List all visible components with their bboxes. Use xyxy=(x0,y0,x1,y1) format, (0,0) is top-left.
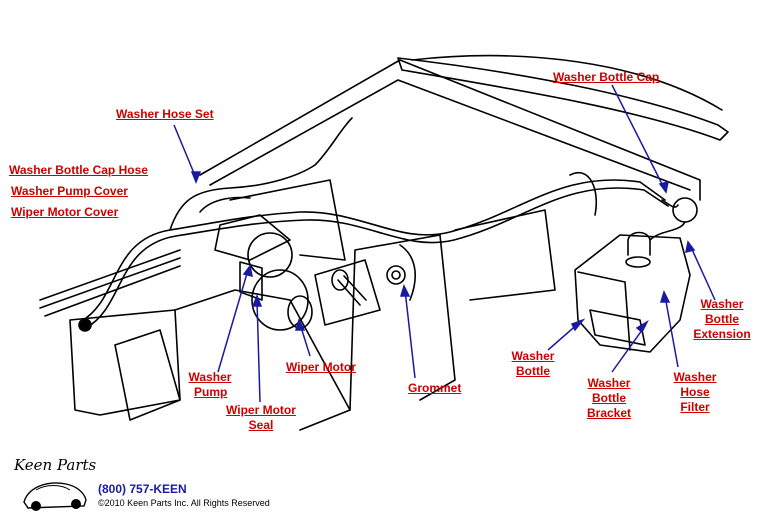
leader-washer-hose-set xyxy=(173,124,197,179)
line-art xyxy=(39,54,729,431)
label-washer-bottle[interactable]: Washer Bottle xyxy=(506,349,560,379)
label-line: Extension xyxy=(693,327,751,341)
grommet-ring xyxy=(386,265,406,285)
bottle-neck-top xyxy=(625,256,651,268)
label-washer-bottle-cap-hose[interactable]: Washer Bottle Cap Hose xyxy=(9,163,148,177)
label-washer-bottle-bracket[interactable]: Washer Bottle Bracket xyxy=(582,376,636,421)
label-wiper-motor[interactable]: Wiper Motor xyxy=(286,360,356,374)
wiper-shaft xyxy=(337,275,367,306)
label-line: Wiper Motor xyxy=(226,403,296,417)
label-washer-pump-cover[interactable]: Washer Pump Cover xyxy=(11,184,128,198)
label-washer-pump[interactable]: Washer Pump xyxy=(184,370,236,400)
logo-text: Keen Parts xyxy=(13,456,97,474)
label-wiper-motor-cover[interactable]: Wiper Motor Cover xyxy=(11,205,119,219)
label-line: Washer xyxy=(587,376,631,390)
label-washer-bottle-extension[interactable]: Washer Bottle Extension xyxy=(690,297,754,342)
leader-wiper-motor-seal xyxy=(256,299,261,403)
bottle-body xyxy=(574,234,691,353)
label-line: Washer xyxy=(511,349,555,363)
label-line: Washer xyxy=(673,370,717,384)
pump-cover xyxy=(239,261,263,301)
label-line: Hose xyxy=(680,385,710,399)
pump-bracket xyxy=(214,214,291,261)
pump-body xyxy=(247,232,293,278)
firewall-lower xyxy=(114,329,181,421)
bottle-front xyxy=(577,271,631,351)
hose-up xyxy=(169,117,353,231)
wiper-shaft-base xyxy=(331,269,349,291)
logo-car-icon xyxy=(23,482,87,509)
cowl-inner xyxy=(209,79,691,191)
firewall-main xyxy=(174,289,351,431)
footer-phone[interactable]: (800) 757-KEEN xyxy=(98,482,187,496)
wiper-shaft-box xyxy=(314,259,381,326)
bottle-extension xyxy=(649,221,686,241)
label-washer-hose-set[interactable]: Washer Hose Set xyxy=(116,107,214,121)
hose-branch xyxy=(569,172,597,216)
leader-washer-hose-filter xyxy=(664,295,679,368)
leader-washer-pump xyxy=(217,269,249,373)
label-line: Bottle xyxy=(705,312,739,326)
hose-main-2 xyxy=(85,187,669,329)
firewall-right xyxy=(349,234,456,411)
hood-top xyxy=(411,54,723,111)
label-line: Seal xyxy=(248,418,274,432)
hose-right xyxy=(399,244,416,301)
bottle-bracket xyxy=(589,309,646,346)
leader-grommet xyxy=(404,289,416,379)
firewall-box xyxy=(454,209,556,301)
keen-parts-logo: Keen Parts xyxy=(13,456,97,511)
hose-main-1 xyxy=(79,179,666,323)
hose-end xyxy=(78,318,92,332)
label-line: Filter xyxy=(680,400,710,414)
cowl-top xyxy=(199,59,701,201)
label-line: Washer xyxy=(700,297,744,311)
hose-filter xyxy=(661,199,679,208)
leader-washer-bottle-bracket xyxy=(611,325,646,373)
footer-copyright: ©2010 Keen Parts Inc. All Rights Reserve… xyxy=(98,498,270,508)
hose-short xyxy=(199,196,251,213)
bottle-cap xyxy=(672,197,698,223)
label-line: Bracket xyxy=(586,406,632,420)
label-washer-bottle-cap[interactable]: Washer Bottle Cap xyxy=(553,70,660,84)
label-line: Washer xyxy=(188,370,232,384)
leader-washer-bottle-cap xyxy=(611,84,665,189)
label-line: Bottle xyxy=(516,364,550,378)
firewall-left xyxy=(69,309,181,416)
leader-lines xyxy=(173,84,716,403)
label-wiper-motor-seal[interactable]: Wiper Motor Seal xyxy=(221,403,301,433)
leader-washer-bottle-extension xyxy=(689,244,716,301)
label-line: Bottle xyxy=(592,391,626,405)
label-washer-hose-filter[interactable]: Washer Hose Filter xyxy=(668,370,722,415)
label-line: Pump xyxy=(194,385,228,399)
label-grommet[interactable]: Grommet xyxy=(408,381,462,395)
cowl-rails xyxy=(39,249,181,317)
hood-edge xyxy=(397,57,729,141)
cowl-vent xyxy=(229,179,346,261)
